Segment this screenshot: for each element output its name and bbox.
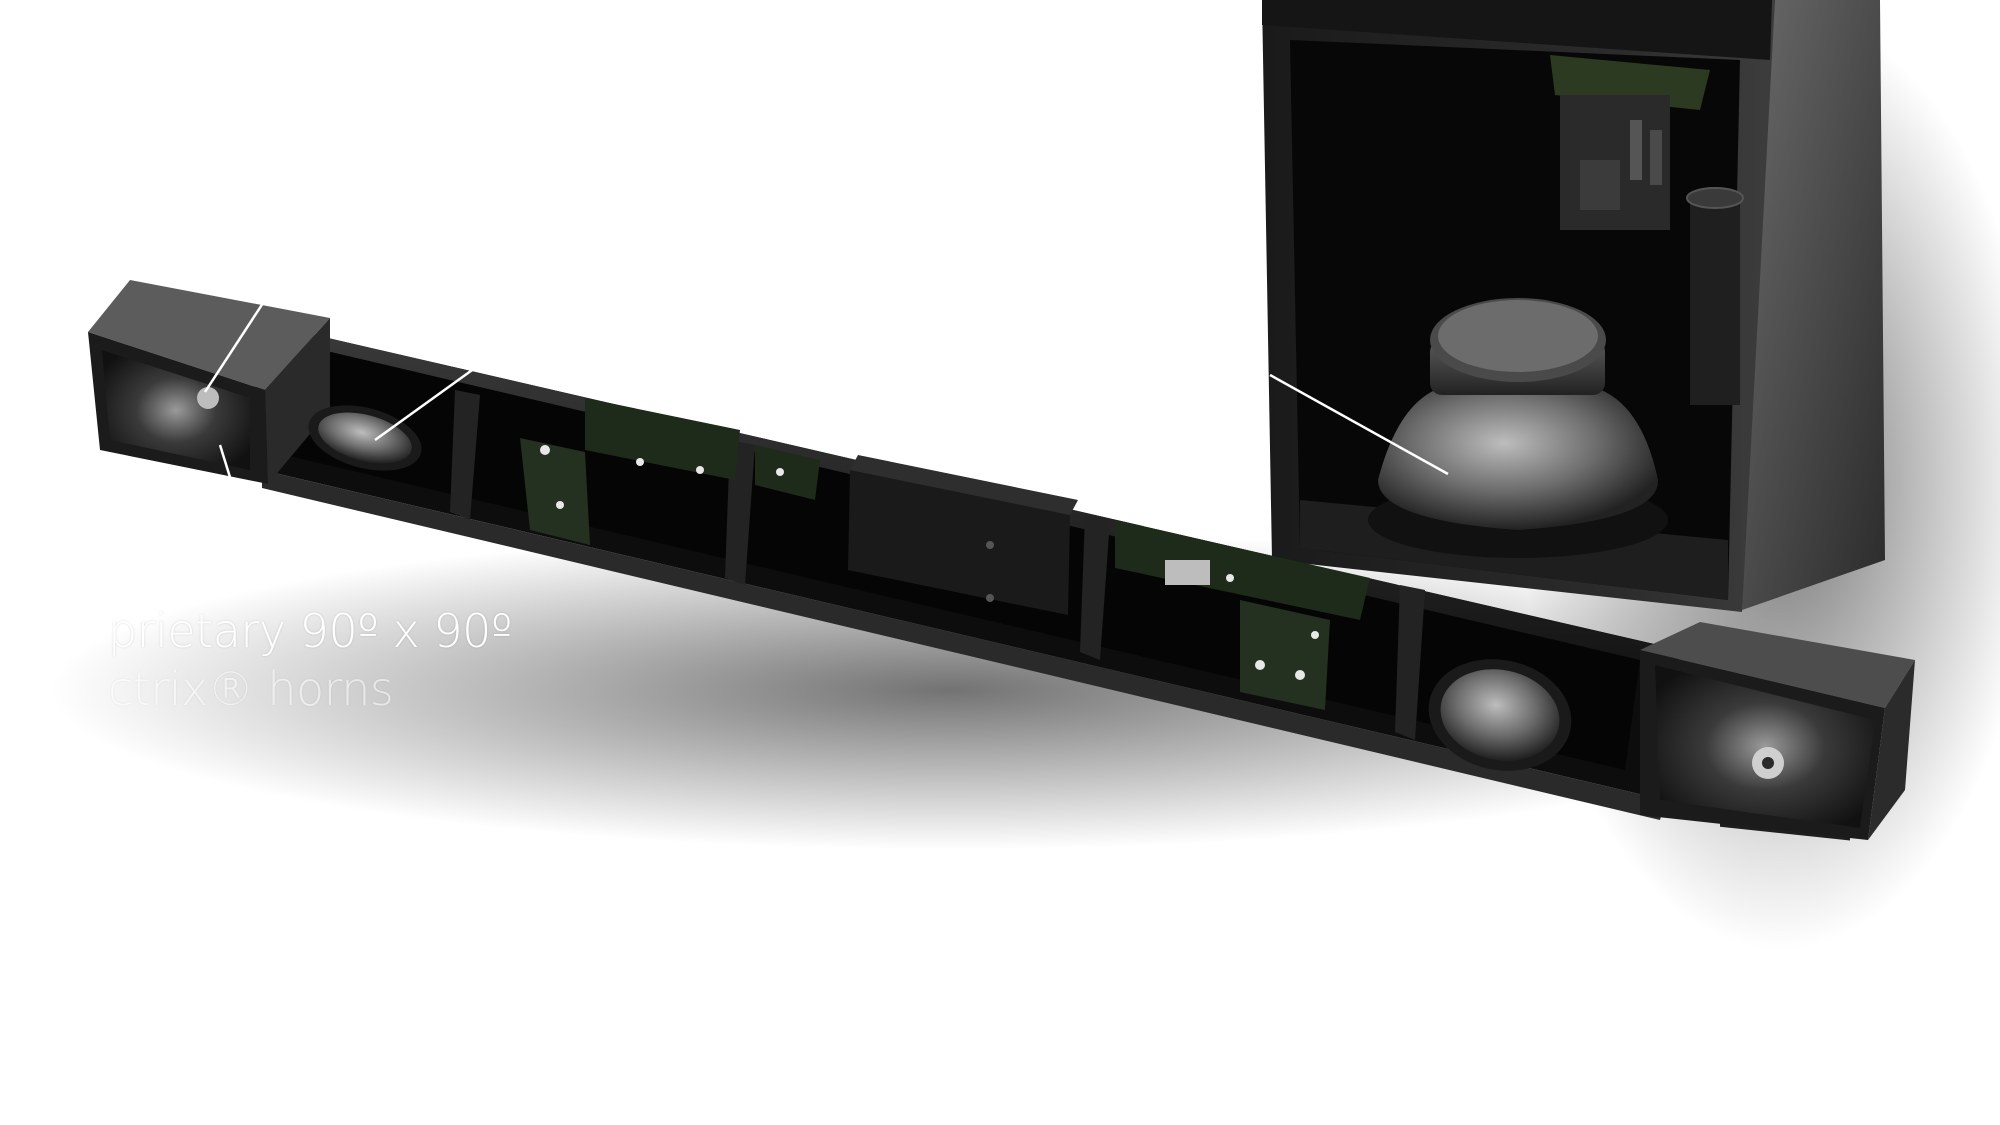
callout-line-1: prietary 90º x 90º bbox=[108, 604, 513, 658]
callout-leader-lines bbox=[203, 299, 1449, 591]
subwoofer-amp-board bbox=[1550, 55, 1710, 230]
left-horn-endcap bbox=[88, 280, 330, 484]
right-midrange-driver bbox=[1428, 659, 1572, 771]
left-midrange-driver bbox=[308, 405, 422, 471]
horn-callout-text: prietary 90º x 90º ctrix® horns bbox=[108, 602, 513, 718]
circuit-board bbox=[520, 398, 1370, 710]
power-supply-block bbox=[848, 455, 1078, 615]
soundbar bbox=[88, 280, 1915, 841]
subwoofer-cabinet bbox=[1262, 0, 1885, 612]
internal-dividers bbox=[450, 390, 1425, 740]
circuit-components bbox=[540, 445, 1319, 680]
right-horn-endcap bbox=[1640, 622, 1915, 841]
port-tube bbox=[1686, 187, 1744, 405]
callout-line-2: ctrix® horns bbox=[108, 662, 394, 716]
subwoofer-driver bbox=[1368, 298, 1668, 558]
